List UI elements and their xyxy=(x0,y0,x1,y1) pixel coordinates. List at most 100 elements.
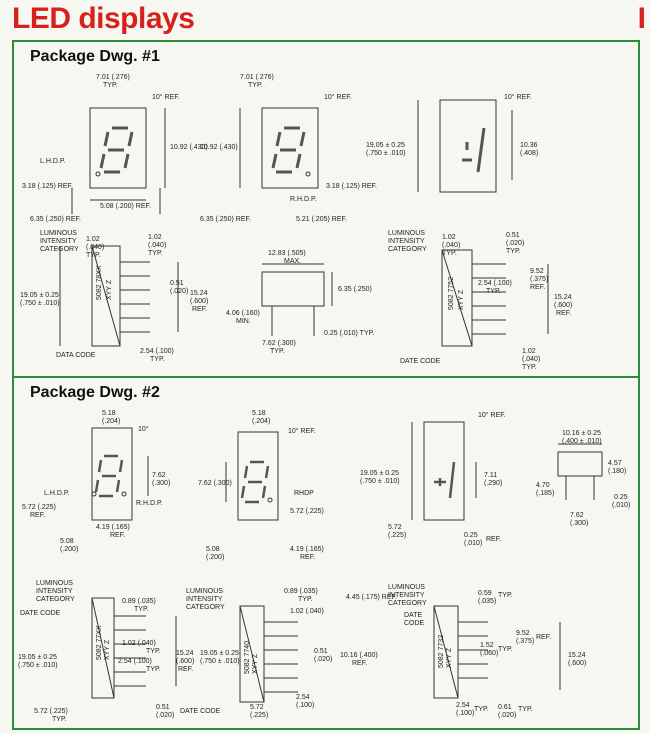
pkg1-s2-d5: 1.02 xyxy=(522,348,536,355)
pkg2-b-w: 5.18 xyxy=(252,410,266,417)
pkg2-a-offb: REF. xyxy=(30,512,46,519)
next-page-fragment: I xyxy=(637,2,646,35)
pkg1-end-pitch: 7.62 (.300) xyxy=(262,340,296,347)
pkg2-s2-d3: 1.02 (.040) xyxy=(290,608,324,615)
pkg2-s3-code: CODE xyxy=(404,620,425,627)
pkg1-side1-body xyxy=(91,245,121,347)
pkg1-s1-pitchb: TYP. xyxy=(150,356,165,363)
pkg1-s1-code: DATA CODE xyxy=(56,352,96,359)
pkg1-end-thick: 0.25 (.010) TYP. xyxy=(324,330,375,337)
pkg1-a-ref: 10° REF. xyxy=(152,94,180,101)
drawing-frame xyxy=(12,40,640,730)
pkg2-s3-d4c: TYP. xyxy=(474,706,489,713)
pkg2-s2-d5b: REF. xyxy=(352,660,368,667)
pkg2-s3-d5b: (.020) xyxy=(498,712,517,719)
pkg2-s3-d2b: (.375) xyxy=(516,638,535,645)
pkg2-b-body xyxy=(237,431,279,521)
pkg2-s1-part: 5082 77XX xyxy=(96,625,103,660)
pkg2-s3-d3: 1.52 xyxy=(480,642,494,649)
pkg1-b-height: 10.92 (.430) xyxy=(200,144,238,151)
pkg1-s1-w: 15.24 xyxy=(190,290,208,297)
pkg2-s3-cat: CATEGORY xyxy=(388,600,427,607)
pkg1-s2-part: 5082 7752 xyxy=(448,276,455,310)
pkg2-s2-d4: 0.51 xyxy=(314,648,328,655)
pkg2-s3-w: 15.24 xyxy=(568,652,586,659)
pkg2-s3-d2c: REF. xyxy=(536,634,552,641)
pkg2-s1-int: INTENSITY xyxy=(36,588,73,595)
pkg1-s1-d1b: (.040) xyxy=(86,244,105,251)
pkg1-c-body xyxy=(439,99,497,193)
pkg1-end-lead: 4.06 (.160) xyxy=(226,310,260,317)
pkg2-a-w: 5.18 xyxy=(102,410,116,417)
pkg2-s2-d1b: TYP. xyxy=(298,596,313,603)
pkg1-s1-pitch: 2.54 (.100) xyxy=(140,348,174,355)
pkg1-s2-d3b: (.375) xyxy=(530,276,549,283)
pkg2-b-botb: (.200) xyxy=(206,554,225,561)
pkg1-b-bottom2: 5.21 (.205) REF. xyxy=(296,216,347,223)
pkg1-s1-wc: REF. xyxy=(192,306,208,313)
section-title-pkg2: Package Dwg. #2 xyxy=(30,384,160,401)
pkg1-s2-code: DATE CODE xyxy=(400,358,441,365)
pkg2-end-t: 0.25 xyxy=(614,494,628,501)
pkg2-c-thickb: (.010) xyxy=(464,540,483,547)
pkg2-s3-lum: LUMINOUS xyxy=(388,584,425,591)
pkg1-end-leadb: MIN. xyxy=(236,318,251,325)
pkg1-s2-d3: 9.52 xyxy=(530,268,544,275)
pkg2-s1-offb: TYP. xyxy=(52,716,67,723)
pkg1-a-body xyxy=(89,107,147,189)
pkg1-b-width: 7.01 (.276) xyxy=(240,74,274,81)
pkg1-s2-d5c: TYP. xyxy=(522,364,537,371)
pkg1-s2-d4b: TYP. xyxy=(486,288,501,295)
pkg1-s2-d1c: TYP. xyxy=(442,250,457,257)
pkg1-b-body xyxy=(261,107,319,189)
pkg2-s2-offb: (.225) xyxy=(250,712,269,719)
pkg1-s1-part: 5082 78XX xyxy=(96,265,103,300)
pkg2-b-off: 5.72 (.225) xyxy=(290,508,324,515)
pkg2-s2-h: 19.05 ± 0.25 xyxy=(200,650,239,657)
pkg1-s2-int: INTENSITY xyxy=(388,238,425,245)
pkg1-c-height2: (.750 ± .010) xyxy=(366,150,406,157)
pkg2-s2-d6b: (.100) xyxy=(296,702,315,709)
pkg1-s2-d5b: (.040) xyxy=(522,356,541,363)
pkg2-s1-lum: LUMINOUS xyxy=(36,580,73,587)
pkg2-c-h: 19.05 ± 0.25 xyxy=(360,470,399,477)
pkg2-b-wb: (.204) xyxy=(252,418,271,425)
pkg2-a-rhdp: R.H.D.P. xyxy=(136,500,163,507)
pkg1-s2-d1b: (.040) xyxy=(442,242,461,249)
pkg2-b-rhdp: RHDP xyxy=(294,490,314,497)
pkg1-s2-w: 15.24 xyxy=(554,294,572,301)
pkg1-a-bottom: 6.35 (.250) REF. xyxy=(30,216,81,223)
pkg2-s1-cat: CATEGORY xyxy=(36,596,75,603)
pkg2-s3-d2: 9.52 xyxy=(516,630,530,637)
pkg2-s2-d4b: (.020) xyxy=(314,656,333,663)
pkg2-s2-int: INTENSITY xyxy=(186,596,223,603)
pkg2-s1-wb: (.600) xyxy=(176,658,195,665)
pkg1-end-w: 12.83 (.505) xyxy=(268,250,306,257)
pkg1-b-rhdp: R.H.D.P. xyxy=(290,196,317,203)
pkg1-s1-d3b: (.020) xyxy=(170,288,189,295)
pkg2-end-wb: (.400 ± .010) xyxy=(562,438,602,445)
pkg1-a-lhdp: L.H.D.P. xyxy=(40,158,66,165)
pkg2-c-offb: (.225) xyxy=(388,532,407,539)
pkg2-s2-lum: LUMINOUS xyxy=(186,588,223,595)
pkg2-s1-off: 5.72 (.225) xyxy=(34,708,68,715)
pkg1-s1-wb: (.600) xyxy=(190,298,209,305)
pkg2-s3-d1c: TYP. xyxy=(498,592,513,599)
pkg2-s1-d3b: TYP. xyxy=(146,666,161,673)
pkg2-s2-d5: 10.16 (.400) xyxy=(340,652,378,659)
pkg1-s2-d2c: TYP. xyxy=(506,248,521,255)
pkg2-s2-off: 5.72 xyxy=(250,704,264,711)
pkg1-s2-d2: 0.51 xyxy=(506,232,520,239)
pkg2-s1-d1b: TYP. xyxy=(134,606,149,613)
pkg2-a-hb: (.300) xyxy=(152,480,171,487)
pkg1-s1-cat: CATEGORY xyxy=(40,246,79,253)
pkg2-end-body xyxy=(557,451,603,477)
pkg2-s3-part: 5082 7732 xyxy=(438,634,445,668)
pkg1-s1-lum: LUMINOUS xyxy=(40,230,77,237)
pkg1-s2-part2: XYY Z xyxy=(458,289,465,310)
pkg1-s2-lum: LUMINOUS xyxy=(388,230,425,237)
pkg1-s2-d3c: REF. xyxy=(530,284,546,291)
pkg2-b-ref: 10° REF. xyxy=(288,428,316,435)
pkg2-s2-d6: 2.54 xyxy=(296,694,310,701)
pkg1-s1-d2b: (.040) xyxy=(148,242,167,249)
